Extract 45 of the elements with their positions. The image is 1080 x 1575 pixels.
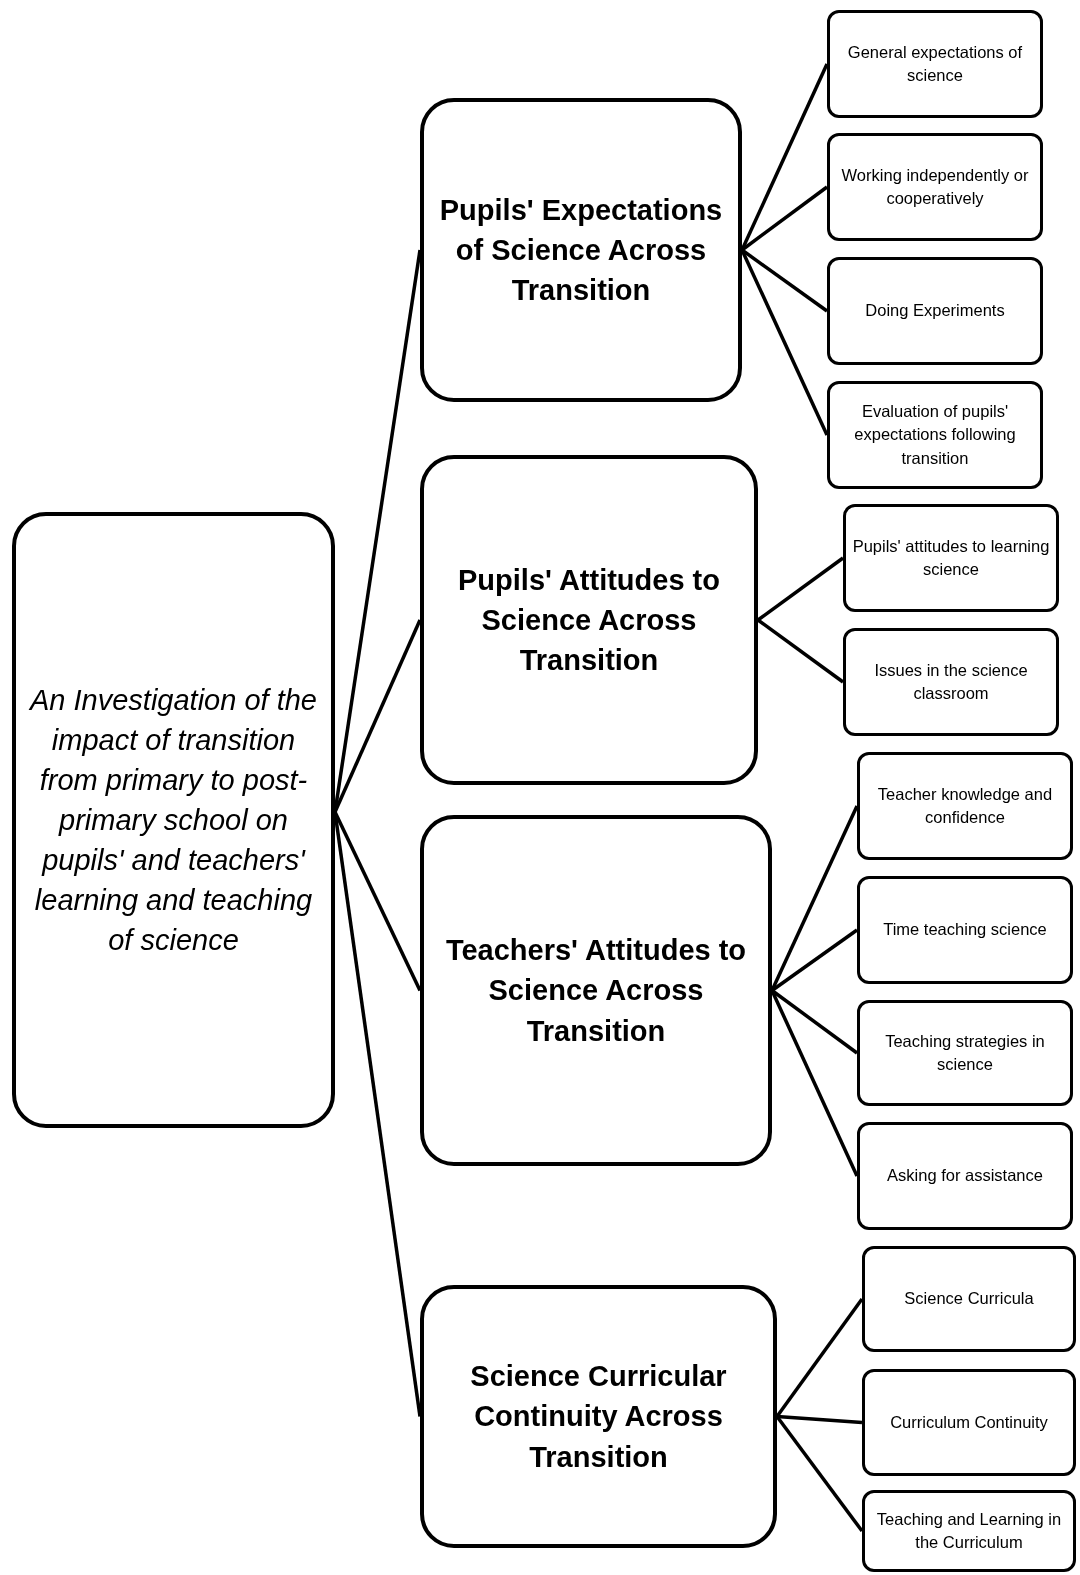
box-text: Pupils' attitudes to learning science [851, 535, 1051, 580]
connector-line [775, 1297, 864, 1418]
box-text: Science Curricular Continuity Across Transition [469, 1359, 728, 1475]
box-text: Curriculum Continuity [890, 1411, 1048, 1433]
box-text: Teachers' Attitudes to Science Across Transition [444, 933, 748, 1049]
box-text: Teaching strategies in science [884, 1030, 1046, 1075]
box-text: General expectations of science [846, 41, 1024, 86]
theme-box [420, 815, 772, 1166]
connector-line [741, 248, 828, 313]
connector-line [333, 619, 422, 813]
connector-line [771, 928, 858, 992]
theme-box [420, 1285, 777, 1548]
subtheme-box [827, 133, 1043, 241]
connector-line [756, 556, 845, 622]
subtheme-box [843, 504, 1059, 612]
theme-box [420, 455, 758, 785]
box-text: Asking for assistance [887, 1165, 1043, 1187]
subtheme-box [862, 1246, 1076, 1352]
box-text: Time teaching science [883, 919, 1047, 941]
theme-box [420, 98, 742, 402]
box-text: Issues in the science classroom [873, 659, 1029, 704]
connector-line [756, 618, 845, 684]
connector-line [776, 1414, 863, 1425]
subtheme-box [827, 10, 1043, 118]
subtheme-box [862, 1490, 1076, 1572]
box-text: An Investigation of the impact of transition from primary to post-primary school on pupils' and teachers' learning and teaching of science [30, 682, 317, 959]
box-text: Science Curricula [904, 1288, 1034, 1310]
box-text: Pupils' Expectations of Science Across Transition [438, 192, 724, 308]
subtheme-box [857, 752, 1073, 860]
connector-line [333, 811, 422, 992]
subtheme-box [857, 1122, 1073, 1230]
subtheme-box [843, 628, 1059, 736]
box-text: Teaching and Learning in the Curriculum [875, 1508, 1063, 1553]
connector-line [775, 1415, 864, 1533]
subtheme-box [862, 1369, 1076, 1476]
box-text: Doing Experiments [865, 300, 1005, 322]
box-text: Working independently or cooperatively [840, 164, 1030, 209]
box-text: Pupils' Attitudes to Science Across Transition [457, 562, 721, 678]
box-text: Teacher knowledge and confidence [876, 783, 1054, 828]
topic-box [12, 512, 335, 1128]
subtheme-box [827, 381, 1043, 489]
subtheme-box [827, 257, 1043, 365]
box-text: Evaluation of pupils' expectations following transition [853, 401, 1017, 469]
subtheme-box [857, 876, 1073, 984]
subtheme-box [857, 1000, 1073, 1106]
